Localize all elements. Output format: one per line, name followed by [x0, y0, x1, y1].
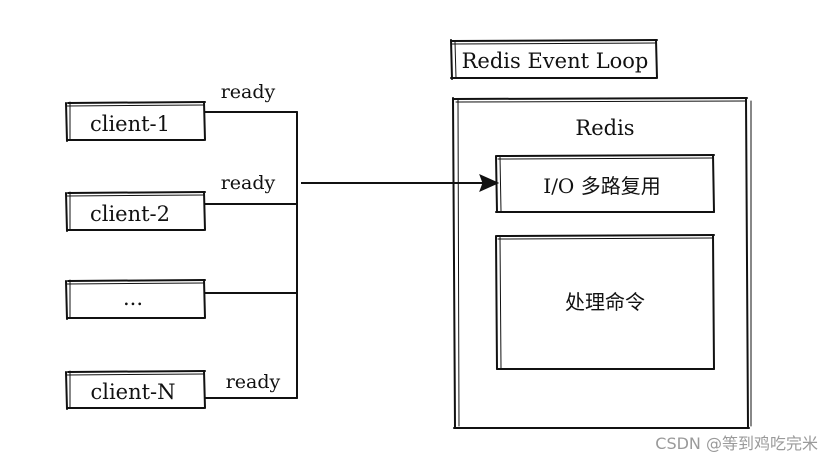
- redis-container: [452, 97, 752, 429]
- csdn-watermark: CSDN @等到鸡吃完米: [655, 434, 818, 453]
- client-n-label: client-N: [90, 380, 175, 404]
- client-box-3: [65, 279, 206, 320]
- event-loop-title-box: [450, 39, 658, 80]
- client-1-label: client-1: [90, 112, 170, 136]
- client-2-label: client-2: [90, 202, 170, 226]
- process-command-label: 处理命令: [565, 290, 645, 314]
- connector-lines: [204, 111, 298, 399]
- arrow-head-icon: [479, 174, 500, 192]
- client-box-n: [65, 370, 206, 410]
- client-1-ready-label: ready: [221, 81, 276, 103]
- io-multiplex-box: [495, 154, 715, 213]
- process-command-box: [495, 234, 715, 370]
- arrow-to-io: [301, 174, 500, 192]
- client-box-1: [65, 101, 206, 142]
- client-3-label: ...: [123, 286, 143, 310]
- client-n-ready-label: ready: [226, 371, 281, 393]
- redis-server-label: Redis: [575, 116, 634, 140]
- client-box-2: [65, 191, 206, 232]
- io-multiplex-label: I/O 多路复用: [543, 174, 660, 198]
- client-2-ready-label: ready: [221, 172, 276, 194]
- event-loop-title: Redis Event Loop: [462, 49, 649, 73]
